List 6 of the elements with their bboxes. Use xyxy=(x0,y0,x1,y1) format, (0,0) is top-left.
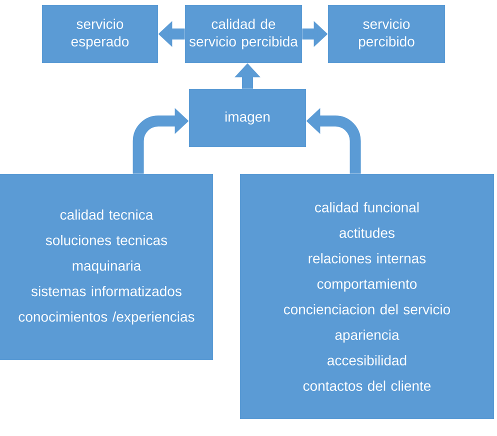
list-box: calidad tecnica soluciones tecnicas maquinaria sistemas informatizados conocimientos /experiencias xyxy=(0,174,213,360)
list-box: calidad funcional actitudes relaciones internas comportamiento concienciacion del servicio apariencia accesibilidad contactos del cliente xyxy=(240,174,494,419)
concept-box: imagen xyxy=(189,89,306,147)
concept-box: servicio esperado xyxy=(42,5,158,63)
concept-box: servicio percibido xyxy=(328,5,445,63)
concept-box: calidad de servicio percibida xyxy=(185,5,302,63)
